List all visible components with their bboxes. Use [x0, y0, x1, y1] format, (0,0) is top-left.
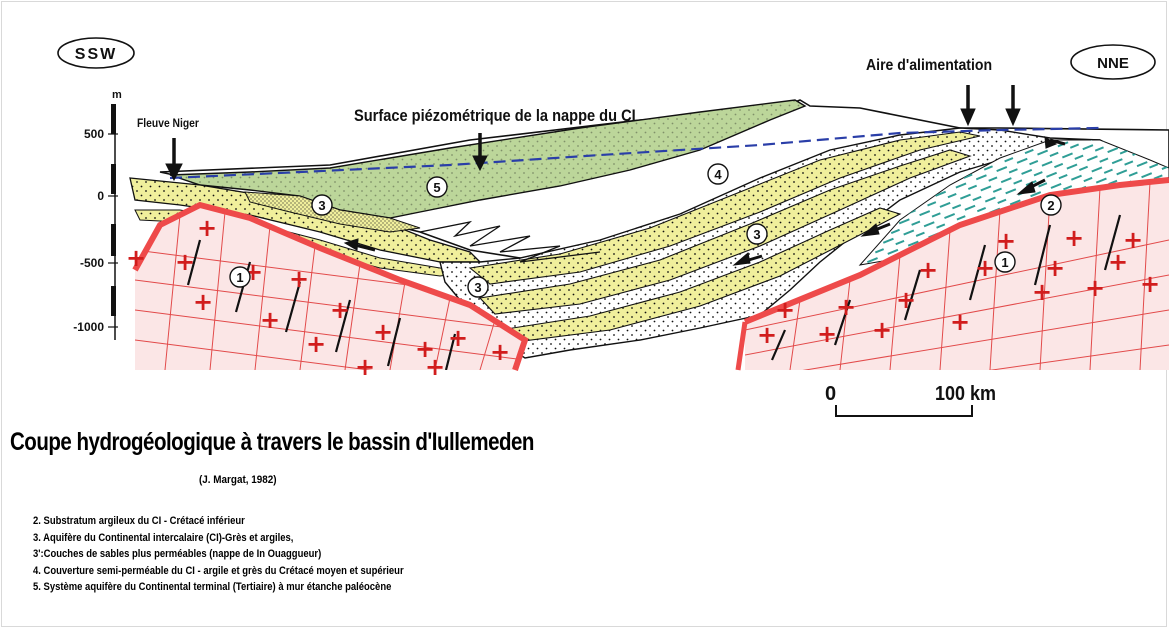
svg-text:+: + — [373, 318, 393, 346]
legend-item: 4. Couverture semi-perméable du CI - arg… — [33, 563, 404, 580]
svg-text:+: + — [330, 296, 350, 324]
svg-text:+: + — [817, 320, 837, 348]
depth-tick-minus500: -500 — [80, 256, 104, 270]
svg-text:+: + — [918, 256, 938, 284]
svg-text:+: + — [975, 254, 995, 282]
svg-text:+: + — [355, 353, 375, 381]
unit-marker-ci-left: 3 — [318, 198, 325, 213]
piezometric-surface-label: Surface piézométrique de la nappe du CI — [354, 107, 636, 125]
legend: 2. Substratum argileux du CI - Crétacé i… — [33, 513, 464, 596]
depth-tick-minus1000: -1000 — [73, 320, 104, 334]
unit-marker-ct: 5 — [433, 180, 440, 195]
svg-text:+: + — [197, 214, 217, 242]
depth-axis — [108, 104, 118, 340]
direction-left-label: SSW — [75, 46, 117, 63]
unit-marker-basement-right: 1 — [1001, 255, 1008, 270]
unit-marker-cover: 4 — [714, 167, 722, 182]
legend-item: 3':Couches de sables plus perméables (na… — [33, 546, 404, 563]
svg-text:+: + — [950, 308, 970, 336]
svg-text:+: + — [306, 330, 326, 358]
scale-bar — [836, 405, 972, 416]
unit-marker-ci-middle: 3 — [753, 227, 760, 242]
svg-text:+: + — [836, 293, 856, 321]
svg-text:+: + — [260, 306, 280, 334]
legend-item: 3. Aquifère du Continental intercalaire … — [33, 530, 404, 547]
svg-text:+: + — [448, 324, 468, 352]
svg-text:+: + — [126, 244, 146, 272]
direction-right-label: NNE — [1097, 55, 1129, 72]
river-label: Fleuve Niger — [137, 117, 200, 130]
scale-bar-end: 100 km — [935, 383, 996, 405]
legend-item: 2. Substratum argileux du CI - Crétacé i… — [33, 513, 404, 530]
unit-marker-ci-lower: 3 — [474, 280, 481, 295]
svg-text:+: + — [996, 227, 1016, 255]
unit-marker-clay: 2 — [1047, 198, 1054, 213]
svg-text:+: + — [175, 248, 195, 276]
svg-text:+: + — [1064, 224, 1084, 252]
recharge-area-label: Aire d'alimentation — [866, 56, 992, 74]
depth-tick-0: 0 — [97, 189, 104, 203]
depth-tick-500: 500 — [84, 127, 104, 141]
svg-text:+: + — [1032, 278, 1052, 306]
svg-text:+: + — [289, 265, 309, 293]
legend-item: 5. Système aquifère du Continental termi… — [33, 579, 404, 596]
svg-text:+: + — [490, 338, 510, 366]
citation: (J. Margat, 1982) — [199, 474, 277, 486]
diagram-title: Coupe hydrogéologique à travers le bassi… — [10, 428, 534, 457]
svg-text:+: + — [1085, 274, 1105, 302]
unit-marker-basement-left: 1 — [236, 270, 243, 285]
svg-text:+: + — [1140, 270, 1160, 298]
scale-bar-start: 0 — [825, 383, 836, 405]
svg-text:+: + — [1108, 248, 1128, 276]
svg-text:+: + — [872, 316, 892, 344]
svg-text:+: + — [775, 296, 795, 324]
depth-axis-unit: m — [112, 89, 122, 101]
svg-text:+: + — [757, 321, 777, 349]
svg-text:+: + — [896, 286, 916, 314]
svg-text:+: + — [193, 288, 213, 316]
svg-text:+: + — [425, 353, 445, 381]
